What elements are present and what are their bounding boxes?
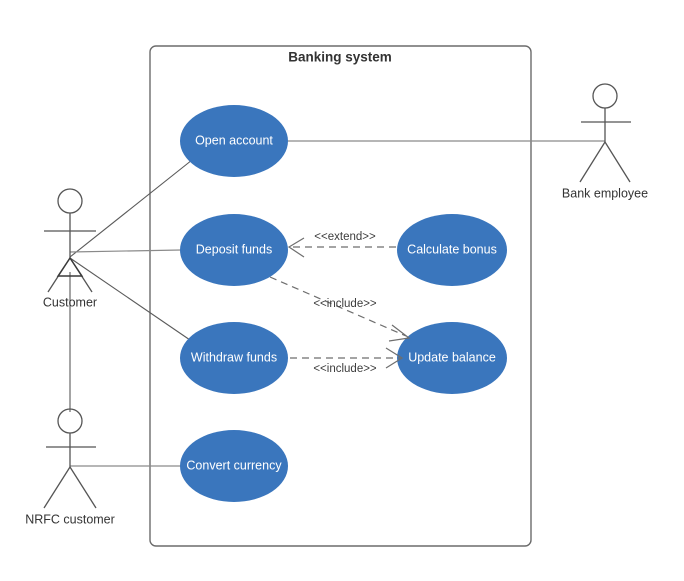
use-case-calculate-bonus-label: Calculate bonus	[407, 242, 497, 256]
use-case-withdraw-funds-label: Withdraw funds	[191, 350, 277, 364]
generalization-triangle-customer	[56, 256, 84, 277]
use-case-calculate-bonus[interactable]: Calculate bonus	[397, 214, 507, 286]
include-arrowhead-withdraw	[385, 347, 404, 369]
association-customer-withdraw-funds[interactable]	[69, 257, 191, 341]
use-case-deposit-funds[interactable]: Deposit funds	[180, 214, 288, 286]
use-case-update-balance-label: Update balance	[408, 350, 496, 364]
actors: Customer NRFC customer Bank employee	[25, 83, 648, 526]
actor-customer-head-icon	[57, 188, 83, 214]
dependency-include-withdraw-funds-to-update-balance[interactable]: <<include>>	[290, 347, 404, 375]
use-case-deposit-funds-label: Deposit funds	[196, 242, 272, 256]
use-case-convert-currency[interactable]: Convert currency	[180, 430, 288, 502]
relationship-lines	[69, 140, 605, 467]
include-stereotype-label-deposit: <<include>>	[313, 298, 377, 310]
actor-nrfc-customer-label: NRFC customer	[25, 512, 115, 526]
include-stereotype-label-withdraw: <<include>>	[313, 363, 377, 375]
actor-nrfc-customer[interactable]: NRFC customer	[25, 408, 115, 526]
actor-bank-employee[interactable]: Bank employee	[562, 83, 648, 200]
use-case-update-balance[interactable]: Update balance	[397, 322, 507, 394]
actor-bank-employee-head-icon	[592, 83, 618, 109]
actor-bank-employee-leg-left	[579, 141, 606, 183]
system-boundary-rect	[149, 45, 532, 547]
actor-customer-label: Customer	[43, 295, 97, 309]
use-case-convert-currency-shape[interactable]	[180, 430, 288, 502]
use-case-convert-currency-label: Convert currency	[186, 458, 282, 472]
use-cases: Open account Deposit funds Withdraw fund…	[180, 105, 507, 502]
use-case-open-account-shape[interactable]	[180, 105, 288, 177]
dependency-include-deposit-funds-to-update-balance[interactable]: <<include>>	[269, 276, 411, 342]
include-arrowhead-deposit	[388, 324, 411, 342]
extend-arrowhead	[287, 237, 305, 258]
actor-customer[interactable]: Customer	[43, 188, 97, 309]
use-case-deposit-funds-shape[interactable]	[180, 214, 288, 286]
system-boundary: Banking system	[149, 45, 532, 547]
dependency-extend-calculate-bonus-to-deposit-funds[interactable]: <<extend>>	[287, 231, 396, 258]
system-title: Banking system	[288, 50, 392, 65]
actor-nrfc-customer-leg-left	[43, 466, 71, 509]
actor-nrfc-customer-head-icon	[57, 408, 83, 434]
extend-stereotype-label: <<extend>>	[314, 231, 376, 243]
actor-bank-employee-leg-right	[604, 141, 631, 183]
use-case-update-balance-shape[interactable]	[397, 322, 507, 394]
actor-bank-employee-label: Bank employee	[562, 186, 648, 200]
association-customer-open-account[interactable]	[69, 159, 193, 258]
use-case-withdraw-funds[interactable]: Withdraw funds	[180, 322, 288, 394]
use-case-withdraw-funds-shape[interactable]	[180, 322, 288, 394]
use-case-open-account[interactable]: Open account	[180, 105, 288, 177]
association-customer-deposit-funds[interactable]	[69, 249, 182, 253]
use-case-calculate-bonus-shape[interactable]	[397, 214, 507, 286]
include-dependency-line-deposit[interactable]	[269, 276, 407, 337]
actor-nrfc-customer-leg-right	[69, 466, 97, 509]
use-case-open-account-label: Open account	[195, 133, 273, 147]
dependency-relationships: <<extend>> <<include>> <<include>>	[269, 231, 411, 375]
